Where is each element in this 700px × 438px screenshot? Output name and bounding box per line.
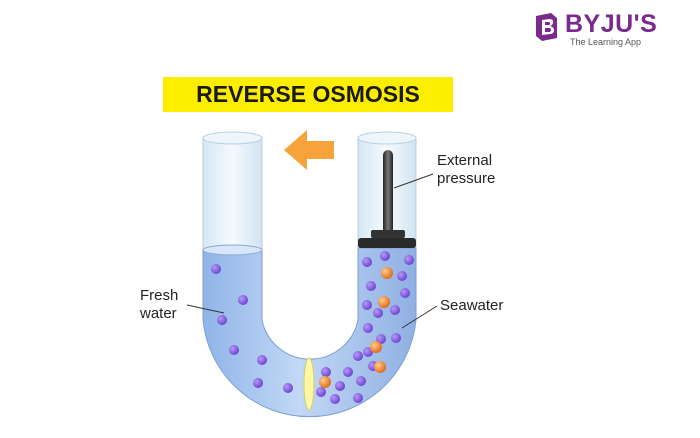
flow-direction-arrow-icon [284, 130, 334, 170]
left-tube-glass [202, 137, 263, 251]
brand-name: BYJU'S [565, 10, 658, 38]
u-tube-water [202, 247, 417, 418]
water-molecules [211, 251, 414, 404]
diagram-title: REVERSE OSMOSIS [196, 81, 420, 107]
seawater-label: Seawater [440, 297, 504, 314]
title-banner: REVERSE OSMOSIS [163, 77, 453, 112]
external-pressure-label: External pressure [437, 152, 496, 187]
semipermeable-membrane [303, 357, 315, 411]
byjus-badge-icon [536, 13, 557, 41]
fresh-water-label: Fresh water [140, 287, 179, 322]
salt-particles [319, 267, 393, 388]
brand-logo: BYJU'S The Learning App [533, 10, 683, 50]
brand-tagline: The Learning App [570, 37, 642, 47]
piston [358, 150, 416, 248]
